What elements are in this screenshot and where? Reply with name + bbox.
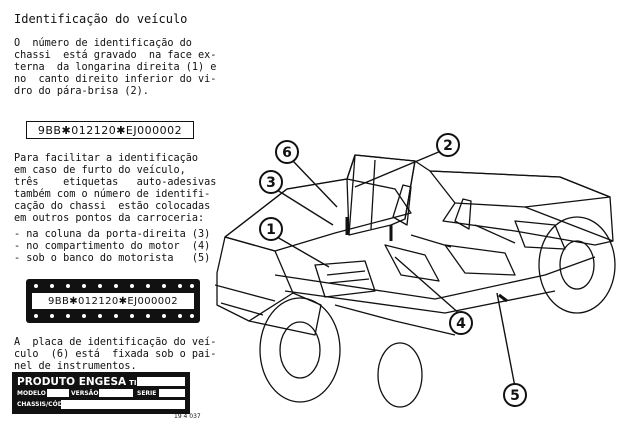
hood <box>224 178 412 252</box>
rear-wheel <box>538 216 616 314</box>
leader-1 <box>276 236 330 268</box>
paragraph-chassis-location: O número de identificação do chassi está… <box>14 38 217 97</box>
callout-5 <box>503 383 527 407</box>
plate-versao-label: VERSÃO <box>71 390 99 397</box>
leader-4 <box>394 256 462 316</box>
vehicle-diagram: 6 3 1 2 4 5 <box>215 133 616 408</box>
plate-versao-field <box>99 389 133 397</box>
label-locations-list: - na coluna da porta-direita (3) - no co… <box>14 229 210 265</box>
chassis-number-engraving: 9BB✱012120✱EJ000002 <box>26 121 194 139</box>
paragraph-theft-labels: Para facilitar a identificação em caso d… <box>14 153 217 224</box>
seat-back <box>392 184 412 226</box>
callout-6 <box>275 140 299 164</box>
plate-modelo-label: MODELO <box>17 390 46 397</box>
plate-brand: PRODUTO ENGESA <box>17 376 127 388</box>
callout-4 <box>449 311 473 335</box>
callout-label-2: 2 <box>443 138 453 154</box>
figure-code: 19 4 037 <box>174 413 201 420</box>
adhesive-label-number: 9BB✱012120✱EJ000002 <box>32 293 194 309</box>
identification-plate: PRODUTO ENGESATIPO MODELO VERSÃO SERIE C… <box>12 372 190 414</box>
callout-3 <box>259 170 283 194</box>
list-item: - no compartimento do motor (4) <box>14 241 211 252</box>
chassis-rail <box>274 256 596 300</box>
callout-label-6: 6 <box>282 145 292 161</box>
callout-label-3: 3 <box>266 175 276 191</box>
engine <box>314 260 376 298</box>
plate-serie-field <box>159 389 185 397</box>
list-item: - na coluna da porta-direita (3) <box>14 229 211 240</box>
leader-3 <box>276 189 334 226</box>
plate-chassis-field <box>61 400 185 409</box>
list-item: - sob o banco do motorista (5) <box>14 253 211 264</box>
plate-brand-row: PRODUTO ENGESATIPO <box>17 376 148 388</box>
plate-modelo-field <box>47 389 69 397</box>
section-title: Identificação do veículo <box>14 12 188 26</box>
leader-2 <box>354 150 442 188</box>
plate-tipo-field <box>137 377 185 386</box>
leader-6 <box>292 160 338 208</box>
callout-label-1: 1 <box>266 222 276 238</box>
callout-1 <box>259 217 283 241</box>
plate-chassis-label: CHASSIS/CÓD <box>17 401 63 408</box>
callout-label-4: 4 <box>456 316 466 332</box>
front-wheel <box>259 297 341 403</box>
paragraph-id-plate: A placa de identificação do veí- culo (6… <box>14 337 217 372</box>
callout-2 <box>436 133 460 157</box>
rear-bed <box>429 170 611 208</box>
callout-label-5: 5 <box>510 388 520 404</box>
seal-pattern-bottom <box>34 314 194 318</box>
leader-5 <box>496 292 516 388</box>
seal-pattern-top <box>34 284 194 288</box>
plate-serie-label: SERIE <box>137 390 157 397</box>
body-outline <box>224 154 614 246</box>
adhesive-label: 9BB✱012120✱EJ000002 <box>26 279 200 323</box>
